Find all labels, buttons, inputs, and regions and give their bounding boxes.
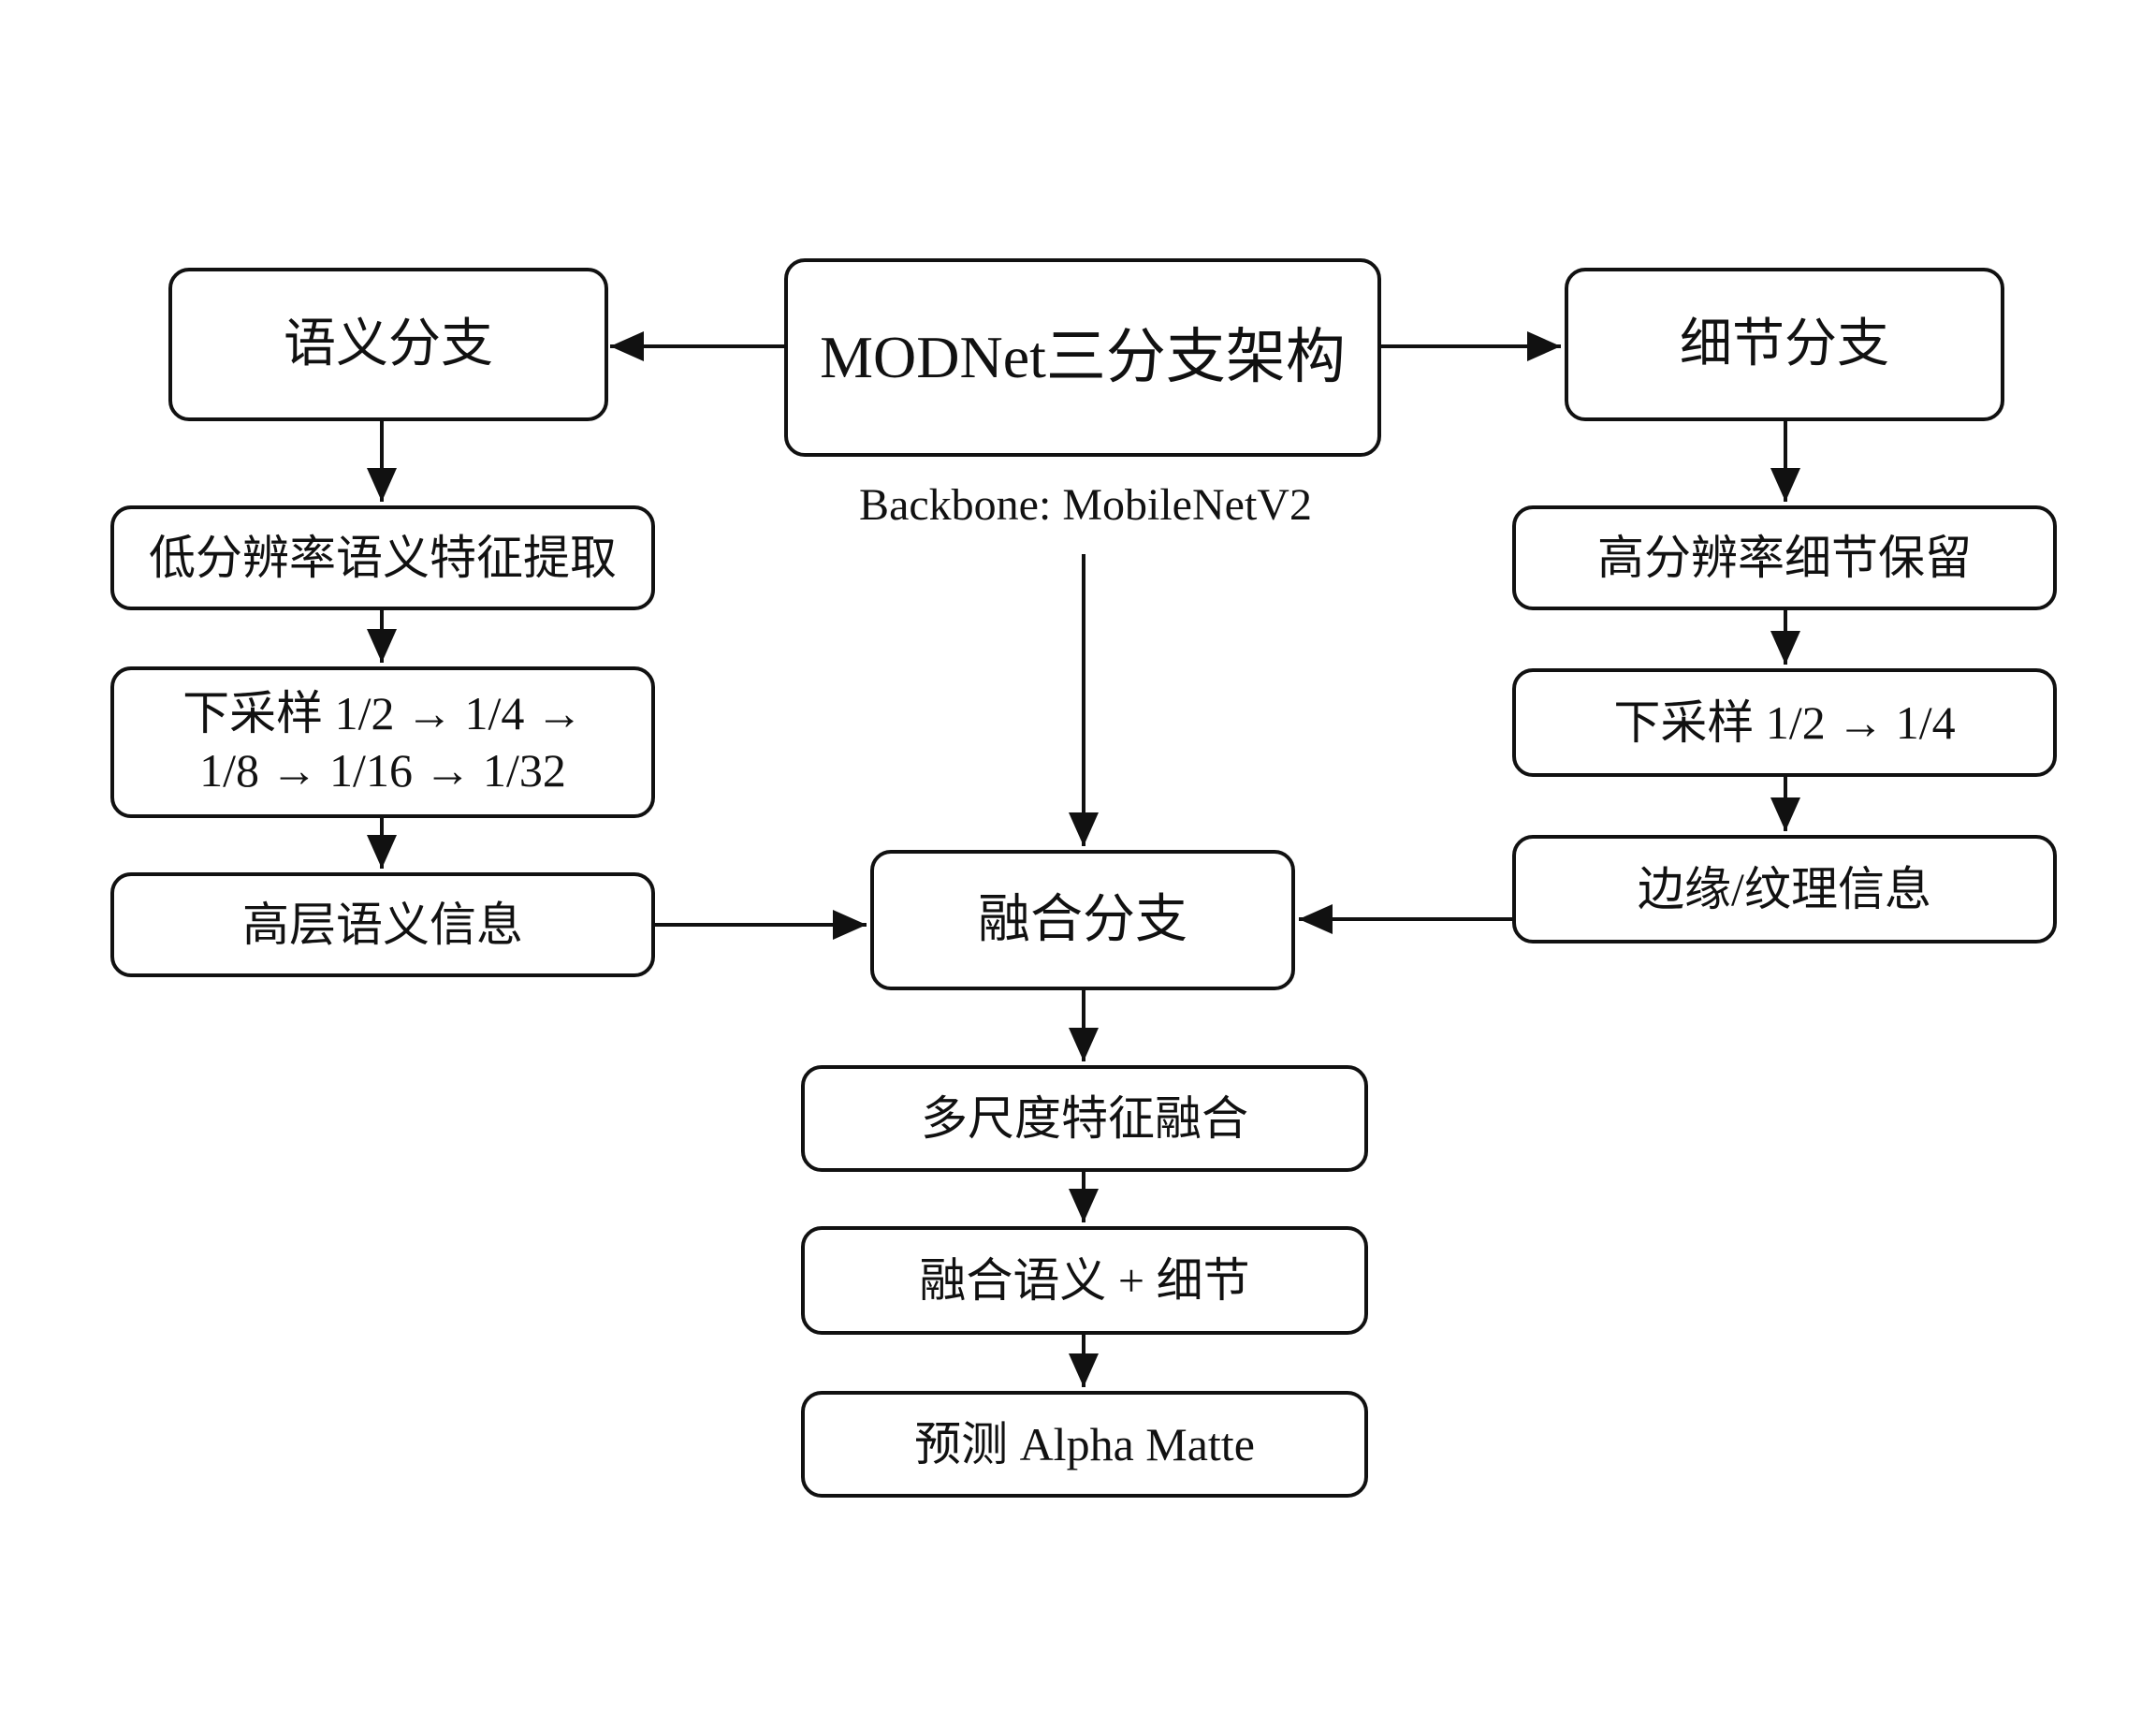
detail-step3-node: 边缘/纹理信息 — [1512, 835, 2057, 943]
fusion-step3-label: 预测 Alpha Matte — [914, 1417, 1255, 1470]
detail-branch-label: 细节分支 — [1680, 314, 1889, 373]
semantic-branch-node: 语义分支 — [168, 268, 608, 421]
semantic-step2-node: 下采样 1/2 → 1/4 → 1/8 → 1/16 → 1/32 — [110, 666, 655, 818]
semantic-branch-label: 语义分支 — [284, 314, 493, 373]
root-node: MODNet三分支架构 — [784, 258, 1381, 457]
fusion-branch-node: 融合分支 — [870, 850, 1295, 990]
fusion-step1-label: 多尺度特征融合 — [921, 1091, 1248, 1145]
root-node-label: MODNet三分支架构 — [820, 323, 1346, 390]
semantic-step2-label-line2: 1/8 → 1/16 → 1/32 — [199, 744, 566, 797]
semantic-step1-label: 低分辨率语义特征提取 — [149, 531, 617, 584]
fusion-step2-node: 融合语义 + 细节 — [801, 1226, 1368, 1335]
detail-step1-node: 高分辨率细节保留 — [1512, 505, 2057, 610]
semantic-step2-label-line1: 下采样 1/2 → 1/4 → — [182, 687, 583, 739]
detail-step3-label: 边缘/纹理信息 — [1638, 862, 1931, 915]
detail-step2-label: 下采样 1/2 → 1/4 — [1613, 695, 1956, 749]
fusion-step2-label: 融合语义 + 细节 — [919, 1253, 1250, 1307]
backbone-label: Backbone: MobileNetV2 — [859, 480, 1312, 530]
fusion-branch-label: 融合分支 — [978, 890, 1187, 949]
fusion-step1-node: 多尺度特征融合 — [801, 1065, 1368, 1172]
detail-step2-node: 下采样 1/2 → 1/4 — [1512, 668, 2057, 777]
fusion-step3-node: 预测 Alpha Matte — [801, 1391, 1368, 1498]
semantic-step1-node: 低分辨率语义特征提取 — [110, 505, 655, 610]
detail-branch-node: 细节分支 — [1565, 268, 2004, 421]
semantic-step3-node: 高层语义信息 — [110, 872, 655, 977]
detail-step1-label: 高分辨率细节保留 — [1597, 531, 1972, 584]
semantic-step3-label: 高层语义信息 — [242, 898, 523, 951]
